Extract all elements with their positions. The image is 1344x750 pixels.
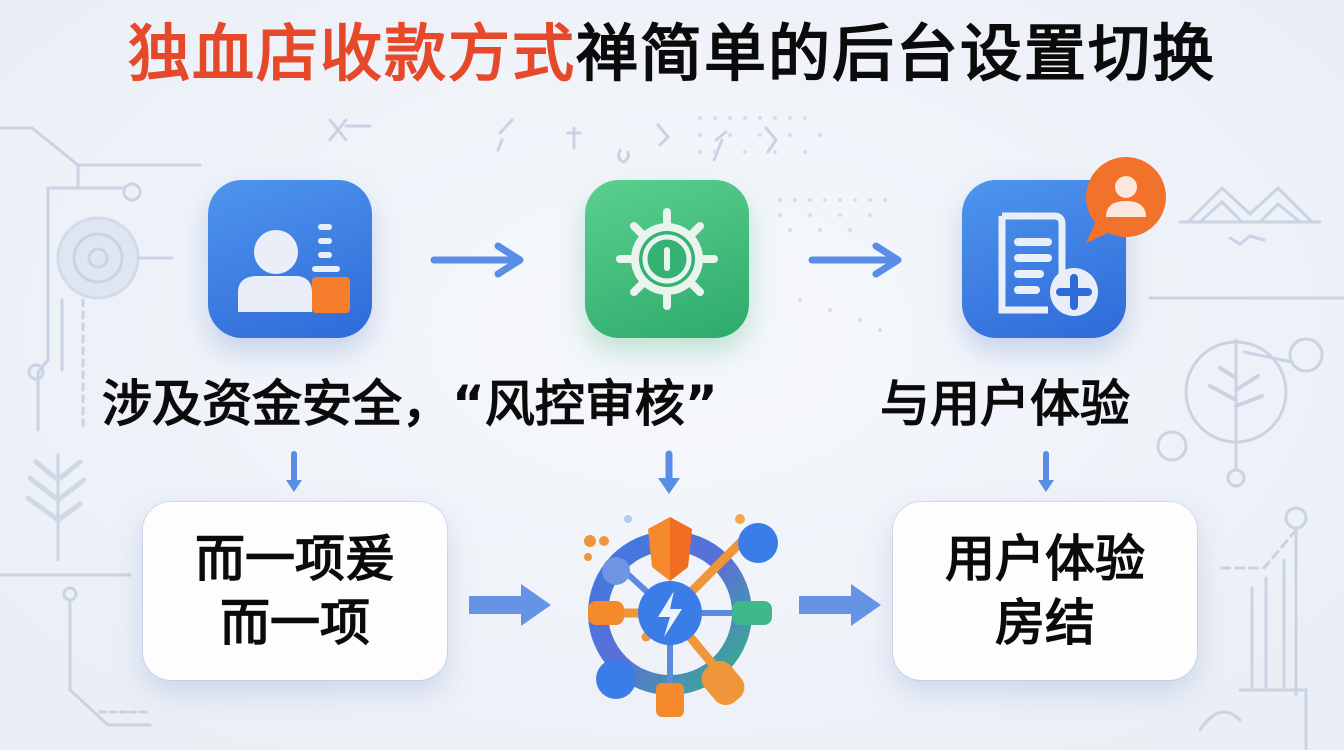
arrow-right-icon <box>430 242 524 278</box>
arrow-right-icon <box>799 584 881 626</box>
gear-power-tile <box>585 180 749 338</box>
arrow-down-icon <box>658 450 680 494</box>
arrow-down-icon <box>1038 451 1054 492</box>
right-card-line1: 用户体验 <box>945 530 1145 588</box>
right-card-line2: 房结 <box>995 594 1095 652</box>
settings-hub-icon <box>584 514 778 717</box>
arrow-right-icon <box>469 584 551 626</box>
gear-power-icon <box>616 208 718 310</box>
document-add-tile <box>962 180 1126 338</box>
arrow-down-icon <box>286 451 302 492</box>
right-result-card: 用户体验 房结 <box>893 502 1197 680</box>
user-chat-bubble-icon <box>1086 157 1166 243</box>
left-card-line1: 而一项爰 <box>195 530 395 588</box>
title-highlight: 独血店收款方式 <box>127 17 576 90</box>
middle-left-label: 涉及资金安全，“风控审核” <box>102 375 718 433</box>
title-rest: 禅简单的后台设置切换 <box>576 17 1217 90</box>
user-profile-icon <box>238 224 350 313</box>
left-card-line2: 而一项 <box>220 594 370 652</box>
arrow-right-icon <box>808 242 902 278</box>
left-result-card: 而一项爰 而一项 <box>143 502 447 680</box>
user-profile-tile <box>208 180 372 338</box>
document-add-icon <box>998 212 1098 316</box>
page-title: 独血店收款方式禅简单的后台设置切换 <box>0 14 1344 94</box>
middle-right-label: 与用户体验 <box>880 375 1130 433</box>
